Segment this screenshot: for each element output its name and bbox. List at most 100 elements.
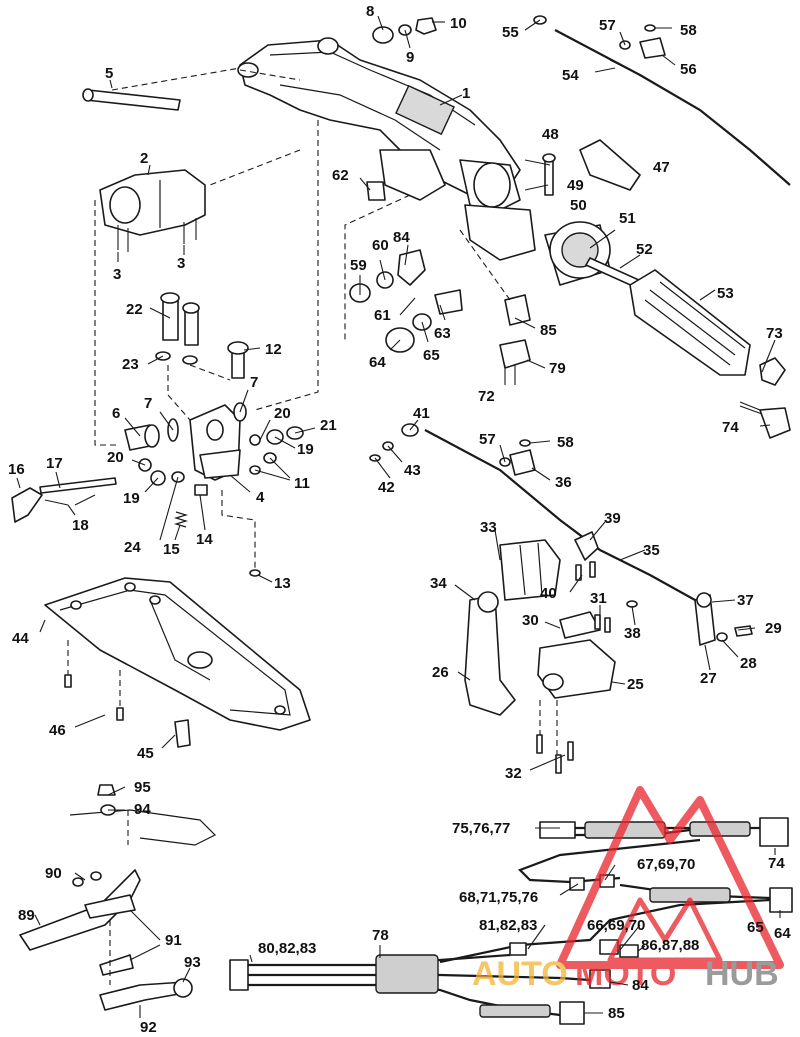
clip-part-45 <box>174 719 191 748</box>
callout-64: 64 <box>369 354 386 371</box>
callout-24: 24 <box>124 539 141 556</box>
bushing-part-6 <box>124 424 160 451</box>
callout-20a: 20 <box>274 405 291 422</box>
callout-25: 25 <box>627 676 644 693</box>
callout-harness-86: 86,87,88 <box>641 937 699 954</box>
callout-26: 26 <box>432 664 449 681</box>
callout-30: 30 <box>522 612 539 629</box>
connector-part-74 <box>739 401 791 439</box>
lever-part-92 <box>99 978 193 1011</box>
callout-2: 2 <box>140 150 148 167</box>
callout-7b: 7 <box>250 374 258 391</box>
callout-56: 56 <box>680 61 697 78</box>
callout-62: 62 <box>332 167 349 184</box>
callout-42: 42 <box>378 479 395 496</box>
callout-59: 59 <box>350 257 367 274</box>
callout-3a: 3 <box>113 266 121 283</box>
clip-part-56 <box>639 37 666 59</box>
cap-part-73 <box>759 357 786 386</box>
callout-21: 21 <box>320 417 337 434</box>
callout-54: 54 <box>562 67 579 84</box>
callout-40: 40 <box>540 585 557 602</box>
cover-part-33 <box>499 539 561 601</box>
screws-part-40 <box>575 561 596 581</box>
screw-part-13 <box>249 569 261 577</box>
callout-harness-75: 75,76,77 <box>452 820 510 837</box>
nut-part-95 <box>97 784 116 796</box>
rod-part-17 <box>39 477 117 494</box>
callout-15: 15 <box>163 541 180 558</box>
clip-part-36 <box>509 449 536 476</box>
callout-harness-81: 81,82,83 <box>479 917 537 934</box>
clip-part-39 <box>574 531 599 561</box>
callout-labels: 1 2 3 3 4 5 6 7 7 8 9 10 11 12 13 14 15 … <box>8 3 791 1036</box>
callout-45: 45 <box>137 745 154 762</box>
nut-part-58b <box>519 439 531 447</box>
callout-18: 18 <box>72 517 89 534</box>
callout-46: 46 <box>49 722 66 739</box>
callout-94: 94 <box>134 801 151 818</box>
callout-95: 95 <box>134 779 151 796</box>
callout-harness-68: 68,71,75,76 <box>459 889 538 906</box>
callout-12: 12 <box>265 341 282 358</box>
callout-41: 41 <box>413 405 430 422</box>
callout-55: 55 <box>502 24 519 41</box>
wire-harness-upper <box>509 817 793 958</box>
spring-part-15 <box>173 511 189 528</box>
callout-1: 1 <box>462 85 470 102</box>
callout-harness-84: 84 <box>632 977 649 994</box>
callout-58a: 58 <box>680 22 697 39</box>
plug-part-63 <box>434 289 463 315</box>
callout-50: 50 <box>570 197 587 214</box>
housing-part-25 <box>537 639 616 699</box>
washer-part-28 <box>716 632 728 642</box>
callout-11: 11 <box>294 475 310 492</box>
callout-79: 79 <box>549 360 566 377</box>
callout-5: 5 <box>105 65 113 82</box>
callout-31: 31 <box>590 590 607 607</box>
callout-19b: 19 <box>123 490 140 507</box>
watermark-word-hub: HUB <box>705 955 779 993</box>
callout-49: 49 <box>567 177 584 194</box>
sensor-part-85 <box>504 294 531 326</box>
callout-72: 72 <box>478 388 495 405</box>
callout-7a: 7 <box>144 395 152 412</box>
callout-harness-66: 66,69,70 <box>587 917 645 934</box>
callout-58b: 58 <box>557 434 574 451</box>
callout-harness-78: 78 <box>372 927 389 944</box>
callout-63: 63 <box>434 325 451 342</box>
lever-part-27 <box>694 592 716 646</box>
swivel-assembly-part-4 <box>189 404 241 481</box>
callout-3b: 3 <box>177 255 185 272</box>
watermark-logo: AUTO MOTO HUB <box>472 786 784 993</box>
knob-part-16 <box>11 487 43 523</box>
bolts-part-11 <box>249 452 277 475</box>
washers-part-23 <box>155 351 198 365</box>
callout-35: 35 <box>643 542 660 559</box>
callout-32: 32 <box>505 765 522 782</box>
callout-73: 73 <box>766 325 783 342</box>
callout-39: 39 <box>604 510 621 527</box>
callout-harness-67: 67,69,70 <box>637 856 695 873</box>
callout-harness-80: 80,82,83 <box>258 940 316 957</box>
callout-harness-64: 64 <box>774 925 791 942</box>
clip-part-14 <box>194 484 208 496</box>
callout-6: 6 <box>112 405 120 422</box>
bolts-part-22 <box>160 292 200 346</box>
nut-part-58 <box>644 24 656 32</box>
watermark-word-moto: MOTO <box>575 955 676 993</box>
plates-part-91 <box>84 894 136 976</box>
callout-harness-74: 74 <box>768 855 785 872</box>
switch-part-84 <box>397 249 426 286</box>
callout-48: 48 <box>542 126 559 143</box>
screws-part-90 <box>72 871 102 887</box>
tiller-arm-part-1 <box>237 37 536 261</box>
callout-93: 93 <box>184 954 201 971</box>
callout-10: 10 <box>450 15 467 32</box>
callout-51: 51 <box>619 210 636 227</box>
callout-57b: 57 <box>479 431 496 448</box>
callout-38: 38 <box>624 625 641 642</box>
callout-9: 9 <box>406 49 414 66</box>
callout-44: 44 <box>12 630 29 647</box>
bolt-part-5 <box>82 88 181 111</box>
